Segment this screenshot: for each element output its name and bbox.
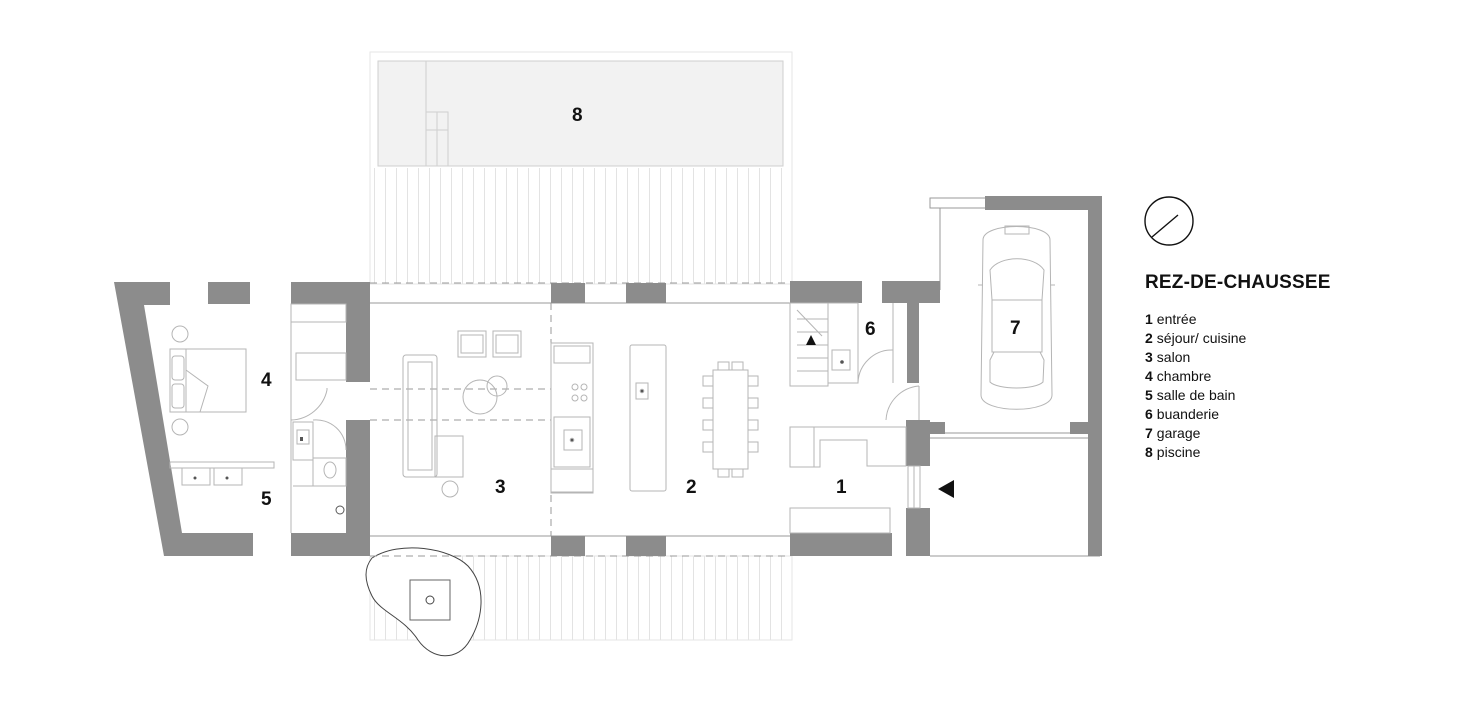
legend-number: 6 (1145, 406, 1153, 422)
legend-number: 4 (1145, 368, 1153, 384)
room-number-6: 6 (865, 319, 876, 340)
south-terrace (365, 547, 793, 657)
legend-label: buanderie (1156, 406, 1220, 422)
room-number-4: 4 (261, 370, 272, 391)
kitchen (550, 342, 759, 494)
legend-label: garage (1156, 425, 1201, 441)
room-number-5: 5 (261, 489, 272, 510)
living-furniture (402, 330, 522, 498)
pool (377, 60, 784, 167)
pool-terrace (369, 51, 793, 285)
legend-label: piscine (1156, 444, 1201, 460)
room-number-1: 1 (836, 477, 847, 498)
legend-number: 5 (1145, 387, 1153, 403)
walls (114, 196, 1102, 556)
legend-number: 2 (1145, 330, 1153, 346)
entry-arrow-icon (938, 480, 954, 498)
room-number-2: 2 (686, 477, 697, 498)
legend-label: salon (1156, 349, 1191, 365)
room-number-8: 8 (572, 105, 583, 126)
legend-number: 7 (1145, 425, 1153, 441)
legend-label: chambre (1156, 368, 1212, 384)
room-numbers: 1 2 3 4 5 6 7 8 (261, 105, 1021, 510)
north-arrow-icon (1144, 196, 1194, 246)
legend-number: 1 (1145, 311, 1153, 327)
room-number-7: 7 (1010, 318, 1021, 339)
legend-label: entrée (1156, 311, 1197, 327)
plan-title: REZ-DE-CHAUSSEE (1145, 272, 1331, 293)
legend-label: séjour/ cuisine (1156, 330, 1247, 346)
car-icon (978, 225, 1055, 410)
legend-label: salle de bain (1156, 387, 1236, 403)
entry-area (789, 302, 921, 534)
legend-number: 3 (1145, 349, 1153, 365)
legend-number: 8 (1145, 444, 1153, 460)
stair-arrow-icon (806, 335, 816, 345)
room-number-3: 3 (495, 477, 506, 498)
bedroom-fixtures (169, 303, 347, 533)
